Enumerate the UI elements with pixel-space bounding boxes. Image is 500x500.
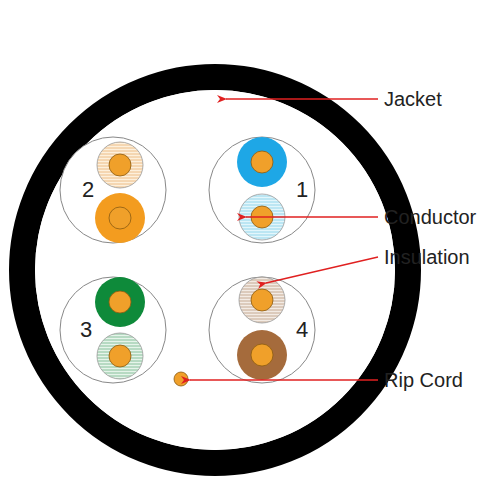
callout-number: 2 (82, 179, 94, 201)
leader-lines (190, 99, 378, 380)
part-label: Jacket (384, 89, 442, 109)
pair-2-wires (95, 142, 145, 243)
part-label: Conductor (384, 207, 476, 227)
pair-3-wires (95, 277, 145, 379)
callout-number: 1 (296, 179, 308, 201)
callout-number: 3 (80, 319, 92, 341)
pair-outlines (60, 137, 315, 383)
callout-number: 4 (296, 319, 308, 341)
pair-1-wires (237, 137, 287, 240)
cable-core (35, 90, 395, 450)
part-label: Insulation (384, 247, 470, 267)
rip-cord (174, 372, 188, 386)
jacket (22, 77, 408, 463)
pair-4-wires (237, 277, 287, 380)
conductors (109, 151, 273, 367)
part-label: Rip Cord (384, 370, 463, 390)
